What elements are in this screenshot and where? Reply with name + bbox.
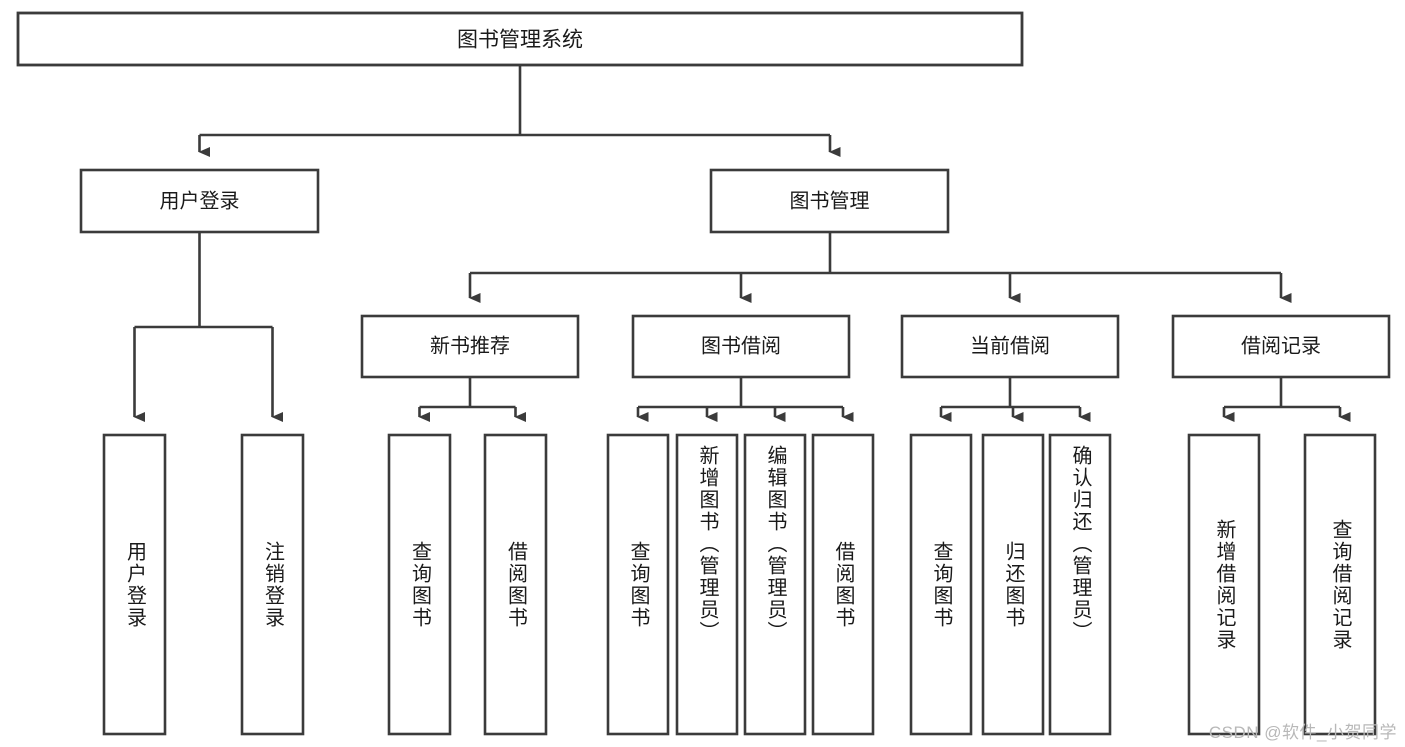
leaf-box-borrow-book-2[interactable] [811, 433, 875, 736]
connector-userlogin-to-leaves [133, 232, 283, 422]
connector-bookmgmt-to-level3 [468, 232, 1292, 303]
leaf-box-logout-login[interactable] [240, 433, 305, 736]
leaf-box-borrow-book-1[interactable] [483, 433, 548, 736]
node-book-borrow[interactable]: 图书借阅 [631, 314, 851, 379]
connector-borrow-to-leaves [636, 377, 854, 422]
node-current-borrow-label: 当前借阅 [970, 334, 1050, 357]
leaf-box-return-book[interactable] [981, 433, 1045, 736]
leaf-box-query-record[interactable] [1303, 433, 1377, 736]
leaf-box-add-book[interactable] [675, 433, 739, 736]
node-borrow-records-box[interactable] [1171, 314, 1391, 379]
node-book-borrow-label: 图书借阅 [701, 334, 781, 357]
node-user-login[interactable]: 用户登录 [79, 168, 320, 234]
leaf-box-edit-book[interactable] [743, 433, 807, 736]
node-root[interactable]: 图书管理系统 [16, 11, 1024, 67]
node-current-borrow-box[interactable] [900, 314, 1120, 379]
node-book-management[interactable]: 图书管理 [709, 168, 950, 234]
leaf-box-query-book-2[interactable] [606, 433, 670, 736]
connector-root-to-level2 [198, 65, 841, 157]
node-current-borrow[interactable]: 当前借阅 [900, 314, 1120, 379]
node-new-book-recommend[interactable]: 新书推荐 [360, 314, 580, 379]
node-new-book-recommend-label: 新书推荐 [430, 334, 510, 357]
csdn-watermark: CSDN @软件_小贺同学 [1208, 723, 1397, 742]
connector-newbook-to-leaves [418, 377, 526, 422]
connector-records-to-leaves [1222, 377, 1351, 422]
node-new-book-recommend-box[interactable] [360, 314, 580, 379]
leaf-boxes [102, 433, 1377, 736]
node-book-management-label: 图书管理 [790, 189, 870, 212]
node-root-label: 图书管理系统 [457, 29, 583, 52]
connector-current-to-leaves [939, 377, 1091, 422]
leaf-box-add-record[interactable] [1187, 433, 1261, 736]
leaf-box-query-book-1[interactable] [387, 433, 452, 736]
leaf-box-query-book-3[interactable] [909, 433, 973, 736]
node-book-borrow-box[interactable] [631, 314, 851, 379]
node-borrow-records[interactable]: 借阅记录 [1171, 314, 1391, 379]
node-root-box[interactable] [16, 11, 1024, 67]
node-user-login-box[interactable] [79, 168, 320, 234]
leaf-box-user-login[interactable] [102, 433, 167, 736]
node-borrow-records-label: 借阅记录 [1241, 334, 1321, 357]
node-user-login-label: 用户登录 [160, 189, 240, 212]
leaf-box-confirm-return[interactable] [1048, 433, 1112, 736]
node-book-management-box[interactable] [709, 168, 950, 234]
